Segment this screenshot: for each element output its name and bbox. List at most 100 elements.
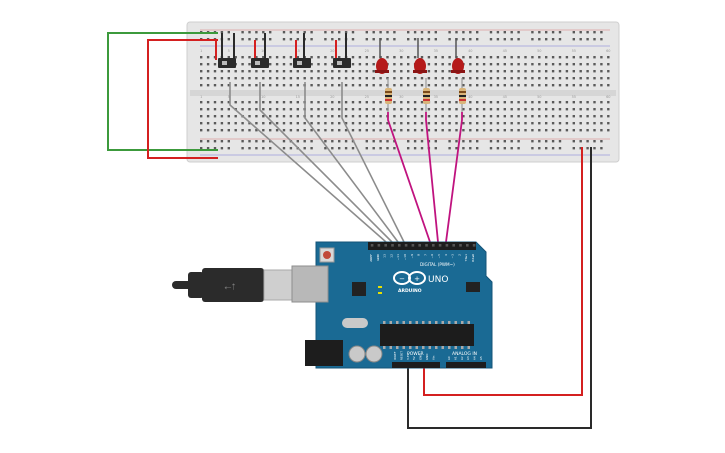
breadboard-hole[interactable] (551, 115, 555, 118)
led-3[interactable] (451, 38, 465, 74)
breadboard-hole[interactable] (220, 77, 224, 80)
breadboard-hole[interactable] (531, 140, 534, 143)
breadboard-hole[interactable] (538, 77, 541, 80)
breadboard-hole[interactable] (503, 31, 506, 34)
breadboard-hole[interactable] (510, 101, 513, 104)
breadboard-hole[interactable] (358, 129, 362, 132)
breadboard-hole[interactable] (496, 84, 500, 87)
breadboard-hole[interactable] (234, 122, 237, 125)
breadboard-hole[interactable] (476, 63, 479, 66)
breadboard-hole[interactable] (524, 70, 527, 73)
breadboard-hole[interactable] (386, 38, 389, 41)
breadboard-hole[interactable] (510, 38, 513, 41)
breadboard-hole[interactable] (538, 84, 541, 87)
breadboard-hole[interactable] (400, 70, 403, 73)
breadboard-hole[interactable] (579, 147, 582, 150)
breadboard-hole[interactable] (338, 101, 341, 104)
breadboard-hole[interactable] (420, 122, 424, 125)
breadboard-hole[interactable] (227, 108, 230, 111)
breadboard-hole[interactable] (282, 147, 286, 150)
breadboard-hole[interactable] (200, 108, 203, 111)
digital-pin[interactable] (432, 244, 435, 247)
breadboard-hole[interactable] (565, 101, 569, 104)
breadboard-hole[interactable] (317, 84, 320, 87)
breadboard-hole[interactable] (476, 140, 479, 143)
digital-pin[interactable] (391, 244, 394, 247)
breadboard-hole[interactable] (296, 115, 299, 118)
breadboard-hole[interactable] (206, 84, 210, 87)
breadboard-hole[interactable] (220, 115, 224, 118)
breadboard-hole[interactable] (282, 84, 286, 87)
breadboard-hole[interactable] (434, 147, 437, 150)
breadboard-hole[interactable] (248, 122, 251, 125)
breadboard-hole[interactable] (338, 77, 341, 80)
breadboard-hole[interactable] (420, 77, 424, 80)
breadboard-hole[interactable] (551, 84, 555, 87)
breadboard-hole[interactable] (365, 101, 368, 104)
breadboard-hole[interactable] (489, 70, 493, 73)
breadboard-hole[interactable] (496, 140, 500, 143)
breadboard-hole[interactable] (344, 101, 348, 104)
breadboard-hole[interactable] (579, 70, 582, 73)
breadboard-hole[interactable] (289, 108, 293, 111)
breadboard-hole[interactable] (427, 56, 431, 59)
breadboard-hole[interactable] (241, 77, 244, 80)
breadboard-hole[interactable] (558, 31, 562, 34)
breadboard-hole[interactable] (413, 115, 417, 118)
breadboard-hole[interactable] (503, 122, 506, 125)
breadboard-hole[interactable] (434, 108, 437, 111)
breadboard-hole[interactable] (351, 77, 355, 80)
breadboard-hole[interactable] (489, 31, 493, 34)
breadboard-hole[interactable] (372, 70, 375, 73)
breadboard-hole[interactable] (524, 63, 527, 66)
breadboard-hole[interactable] (434, 115, 437, 118)
breadboard-hole[interactable] (524, 115, 527, 118)
breadboard-hole[interactable] (393, 115, 396, 118)
breadboard-hole[interactable] (227, 147, 230, 150)
breadboard-hole[interactable] (365, 84, 368, 87)
breadboard-hole[interactable] (593, 122, 596, 125)
breadboard-hole[interactable] (255, 31, 258, 34)
breadboard-hole[interactable] (248, 147, 251, 150)
breadboard-hole[interactable] (262, 84, 265, 87)
breadboard-hole[interactable] (551, 108, 555, 111)
breadboard-hole[interactable] (510, 56, 513, 59)
breadboard-hole[interactable] (565, 70, 569, 73)
breadboard-hole[interactable] (407, 108, 410, 111)
breadboard-hole[interactable] (206, 122, 210, 125)
breadboard-hole[interactable] (358, 115, 362, 118)
breadboard-hole[interactable] (324, 129, 327, 132)
breadboard-hole[interactable] (200, 63, 203, 66)
breadboard-hole[interactable] (427, 31, 431, 34)
breadboard-hole[interactable] (427, 122, 431, 125)
breadboard-hole[interactable] (607, 101, 610, 104)
breadboard-hole[interactable] (255, 101, 258, 104)
breadboard-hole[interactable] (600, 115, 603, 118)
breadboard-hole[interactable] (220, 140, 224, 143)
breadboard-hole[interactable] (393, 122, 396, 125)
breadboard-hole[interactable] (310, 147, 313, 150)
breadboard-hole[interactable] (324, 38, 327, 41)
breadboard-hole[interactable] (379, 84, 382, 87)
breadboard-hole[interactable] (586, 122, 589, 125)
breadboard-hole[interactable] (200, 101, 203, 104)
breadboard-hole[interactable] (441, 115, 444, 118)
breadboard-hole[interactable] (213, 108, 217, 111)
breadboard-hole[interactable] (310, 122, 313, 125)
breadboard-hole[interactable] (282, 122, 286, 125)
breadboard-hole[interactable] (572, 129, 575, 132)
breadboard-hole[interactable] (441, 84, 444, 87)
breadboard-hole[interactable] (531, 31, 534, 34)
breadboard-hole[interactable] (296, 129, 299, 132)
breadboard-hole[interactable] (586, 63, 589, 66)
breadboard-hole[interactable] (227, 122, 230, 125)
breadboard-hole[interactable] (565, 108, 569, 111)
breadboard-hole[interactable] (482, 63, 486, 66)
breadboard-hole[interactable] (351, 84, 355, 87)
breadboard-hole[interactable] (469, 115, 472, 118)
breadboard-hole[interactable] (365, 140, 368, 143)
breadboard-hole[interactable] (503, 84, 506, 87)
breadboard-hole[interactable] (379, 122, 382, 125)
breadboard-hole[interactable] (434, 31, 437, 34)
breadboard-hole[interactable] (365, 147, 368, 150)
